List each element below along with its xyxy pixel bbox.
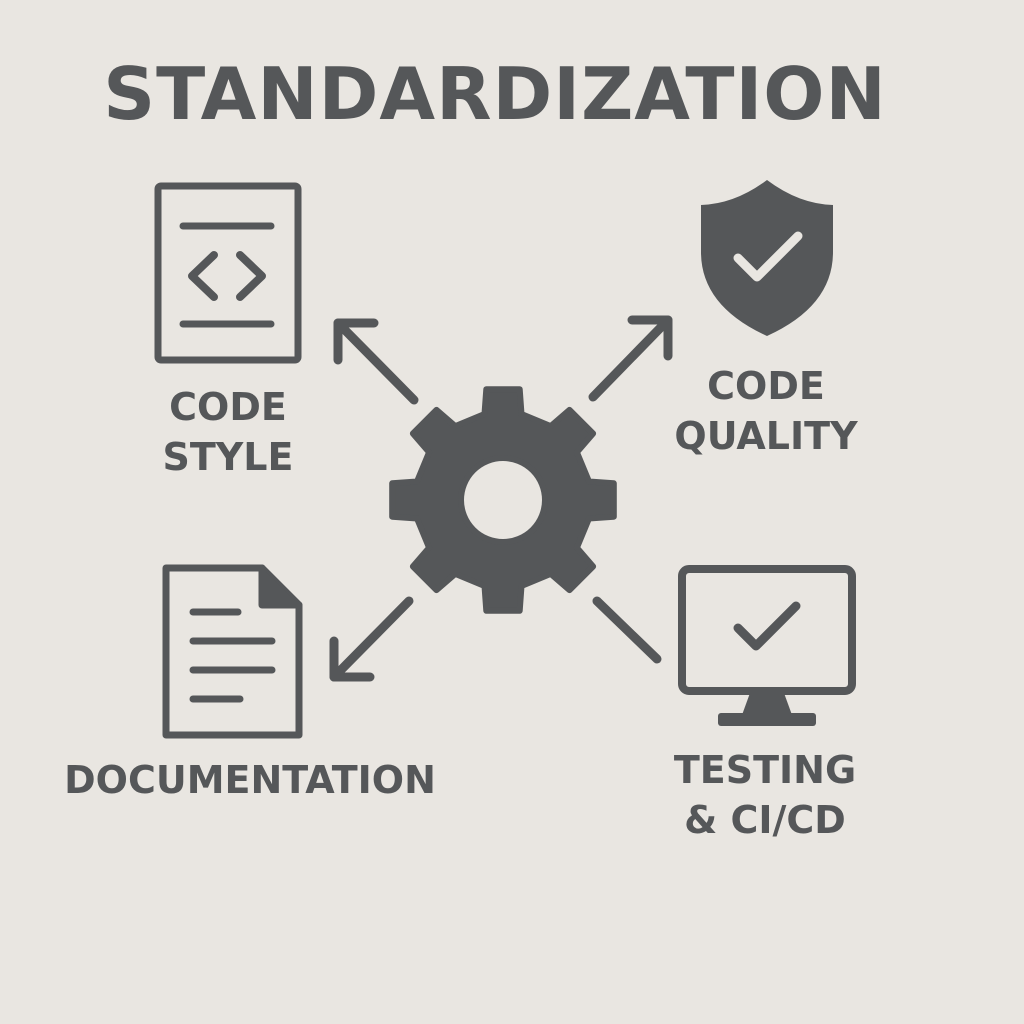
connector-to-testing	[592, 596, 662, 664]
document-icon	[162, 564, 303, 739]
monitor-check-icon	[678, 565, 856, 726]
label-code-quality: CODE QUALITY	[674, 364, 858, 458]
shield-check-icon	[701, 180, 833, 336]
gear-icon	[389, 386, 617, 614]
label-code-style: CODE STYLE	[162, 385, 294, 479]
label-documentation: DOCUMENTATION	[64, 758, 436, 802]
code-file-icon	[154, 182, 302, 364]
gear-shape	[389, 386, 617, 614]
arrow-to-code-quality	[588, 315, 673, 402]
label-testing-ci-cd: TESTING & CI/CD	[673, 748, 857, 842]
diagram-title: STANDARDIZATION	[103, 52, 887, 136]
arrow-to-code-style	[333, 318, 419, 405]
arrow-to-documentation	[329, 596, 414, 682]
